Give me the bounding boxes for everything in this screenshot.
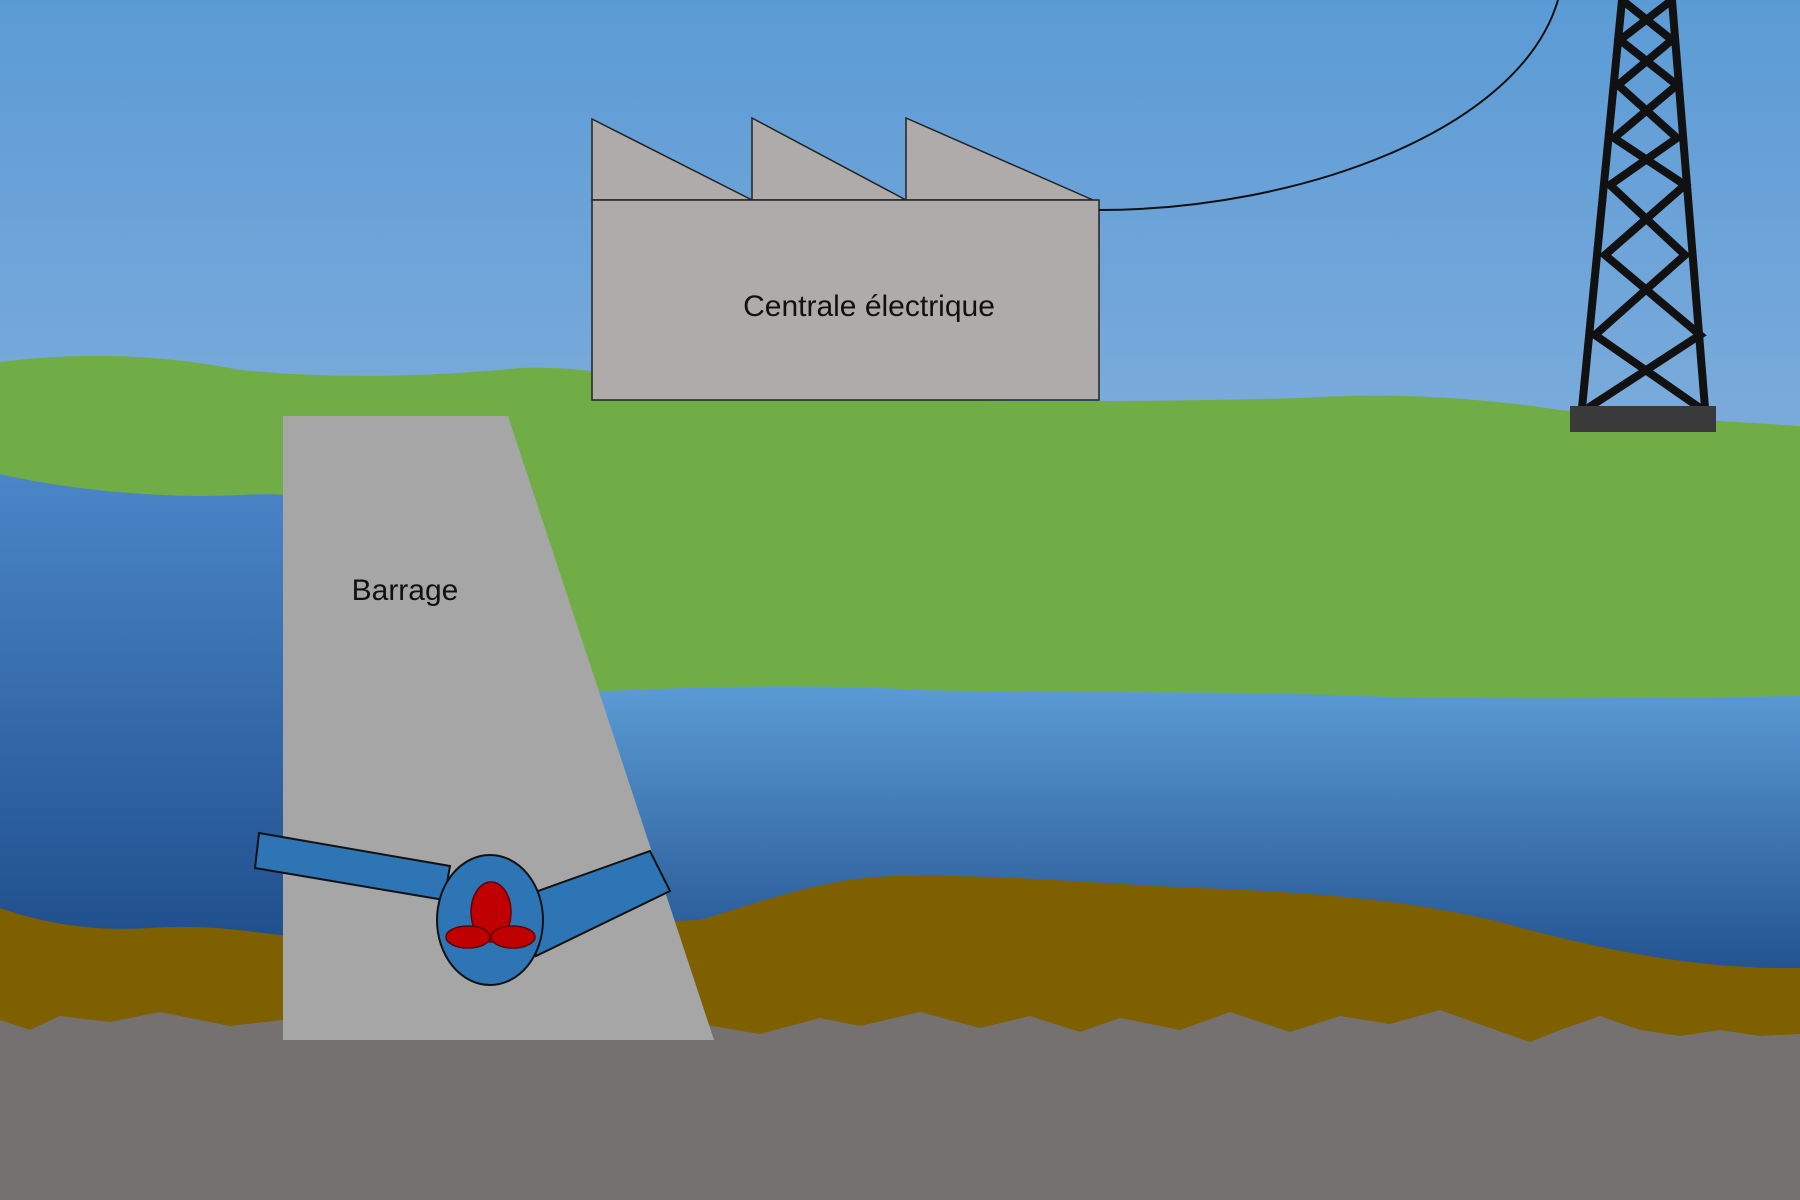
power-line [1098, 0, 1559, 211]
power-station: Centrale électrique [591, 116, 1100, 401]
transmission-tower-icon [1578, 0, 1709, 412]
dam-label: Barrage [352, 574, 459, 607]
turbine-icon [436, 854, 544, 986]
penstock-pipe [253, 831, 672, 958]
power-station-label: Centrale électrique [743, 290, 995, 323]
pylon-base [1570, 406, 1716, 432]
bedrock [0, 1010, 1800, 1200]
reservoir-water [0, 474, 290, 950]
